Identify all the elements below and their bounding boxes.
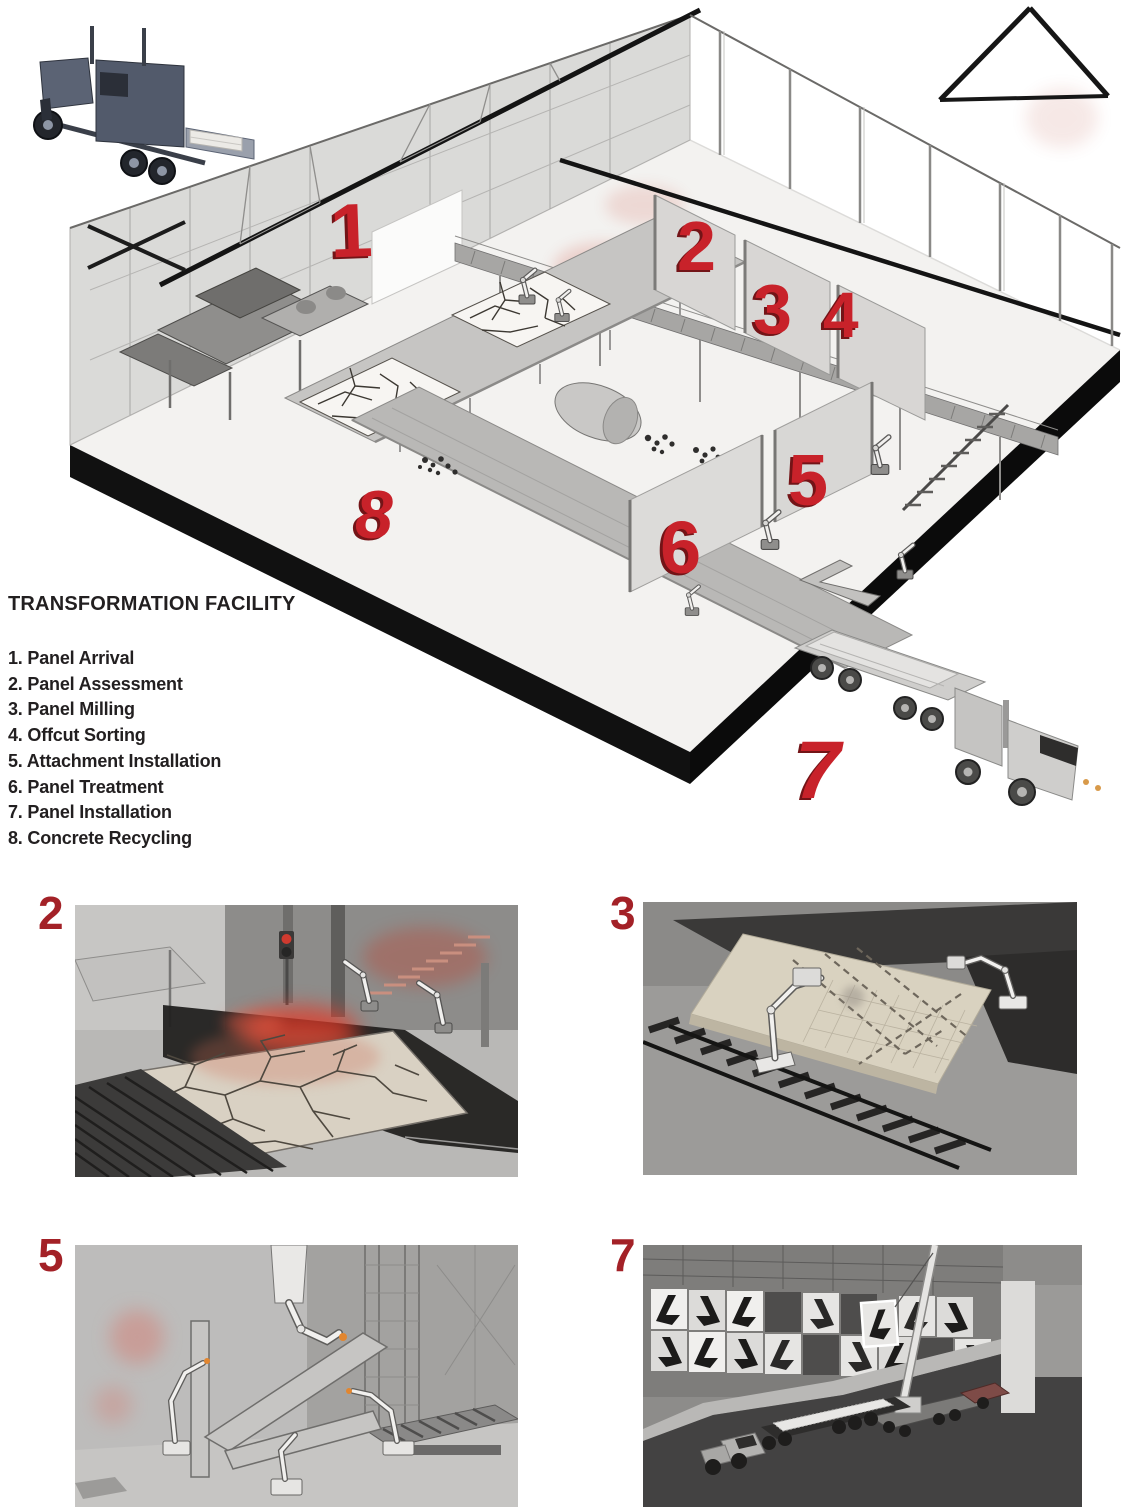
legend: TRANSFORMATION FACILITY 1. Panel Arrival… <box>8 593 296 852</box>
left-robot <box>162 1358 210 1456</box>
red-glow-2 <box>94 1386 132 1424</box>
k-panel-flat <box>798 559 882 607</box>
station-bay-panels <box>653 194 926 421</box>
legend-item-3: 3. Panel Milling <box>8 699 135 720</box>
rail-track <box>643 1016 992 1170</box>
legend-item-1: 1. Panel Arrival <box>8 648 135 668</box>
inbound-truck <box>33 26 255 185</box>
red-glow <box>110 1310 164 1364</box>
building-right-face <box>1035 1285 1082 1377</box>
station-number-3-shadow: 3 <box>750 272 789 350</box>
assessment-robot-arms <box>342 959 453 1034</box>
station-numerals: 1 1 2 2 3 3 4 4 5 5 6 6 8 8 7 7 <box>326 188 859 818</box>
detail-label-assessment: 2 <box>38 887 64 939</box>
weld-spark <box>339 1333 347 1341</box>
pallet-stack <box>365 1404 518 1455</box>
station-number-3: 3 <box>753 270 792 348</box>
station-number-6-shadow: 6 <box>657 508 698 591</box>
station-number-6: 6 <box>660 506 701 589</box>
detail-figure-attachment <box>75 1245 518 1507</box>
detail-figure-installation <box>643 1245 1082 1507</box>
detail-figure-assessment <box>75 905 518 1177</box>
crane-truck <box>869 1382 1011 1437</box>
detail-label-attachment: 5 <box>38 1229 64 1281</box>
signal-light <box>279 931 294 1005</box>
station-number-2: 2 <box>677 207 716 285</box>
legend-item-7: 7. Panel Installation <box>8 802 172 823</box>
legend-item-2: 2. Panel Assessment <box>8 673 183 694</box>
station-number-1: 1 <box>329 188 374 274</box>
lifted-panel <box>859 1299 900 1349</box>
street <box>643 1333 1082 1507</box>
detail-label-installation: 7 <box>610 1229 636 1281</box>
frame-post <box>481 963 489 1047</box>
station-number-8-shadow: 8 <box>352 479 390 555</box>
floor-block <box>75 1477 127 1499</box>
storage-tank <box>554 382 642 445</box>
page-title: TRANSFORMATION FACILITY <box>8 593 296 615</box>
upright-k-panel <box>190 1320 389 1478</box>
sidewalk <box>643 1319 1082 1441</box>
back-wall-scaffold <box>307 1245 518 1437</box>
station-number-5-shadow: 5 <box>785 443 825 523</box>
stairs-with-red-light <box>363 927 490 995</box>
outbound-truck <box>793 629 1101 806</box>
milling-robot-right <box>946 954 1028 1010</box>
station-number-4-shadow: 4 <box>820 281 856 353</box>
station-number-1-shadow: 1 <box>326 190 371 276</box>
facility-overview-illustration: 1 1 2 2 3 3 4 4 5 5 6 6 8 8 7 7 <box>33 6 1121 818</box>
flatbed-truck <box>700 1397 911 1475</box>
station-number-7: 7 <box>795 725 844 816</box>
roof-trusses <box>87 6 1121 338</box>
legend-item-5: 5. Attachment Installation <box>8 750 222 771</box>
legend-item-6: 6. Panel Treatment <box>8 776 164 797</box>
station-number-2-shadow: 2 <box>674 209 713 287</box>
legend-item-8: 8. Concrete Recycling <box>8 827 192 848</box>
staircase <box>901 403 1010 512</box>
crane <box>894 1245 940 1414</box>
milling-panel <box>689 933 992 1094</box>
right-steel-frame <box>718 31 1114 346</box>
detail-label-milling: 3 <box>610 887 636 939</box>
overhead-robot <box>270 1245 347 1346</box>
front-robot <box>270 1432 303 1496</box>
detail-figure-milling <box>643 902 1077 1175</box>
milling-robot-left <box>754 967 825 1074</box>
right-robot <box>346 1388 415 1456</box>
concrete-crusher-machine <box>118 267 370 420</box>
station-number-4: 4 <box>823 279 859 351</box>
legend-item-4: 4. Offcut Sorting <box>8 725 146 746</box>
station-number-8: 8 <box>355 477 393 553</box>
ribbed-conveyor <box>75 1069 287 1177</box>
station-number-7-shadow: 7 <box>792 727 841 818</box>
station-number-5: 5 <box>788 441 828 521</box>
right-dark-belt <box>963 950 1077 1074</box>
